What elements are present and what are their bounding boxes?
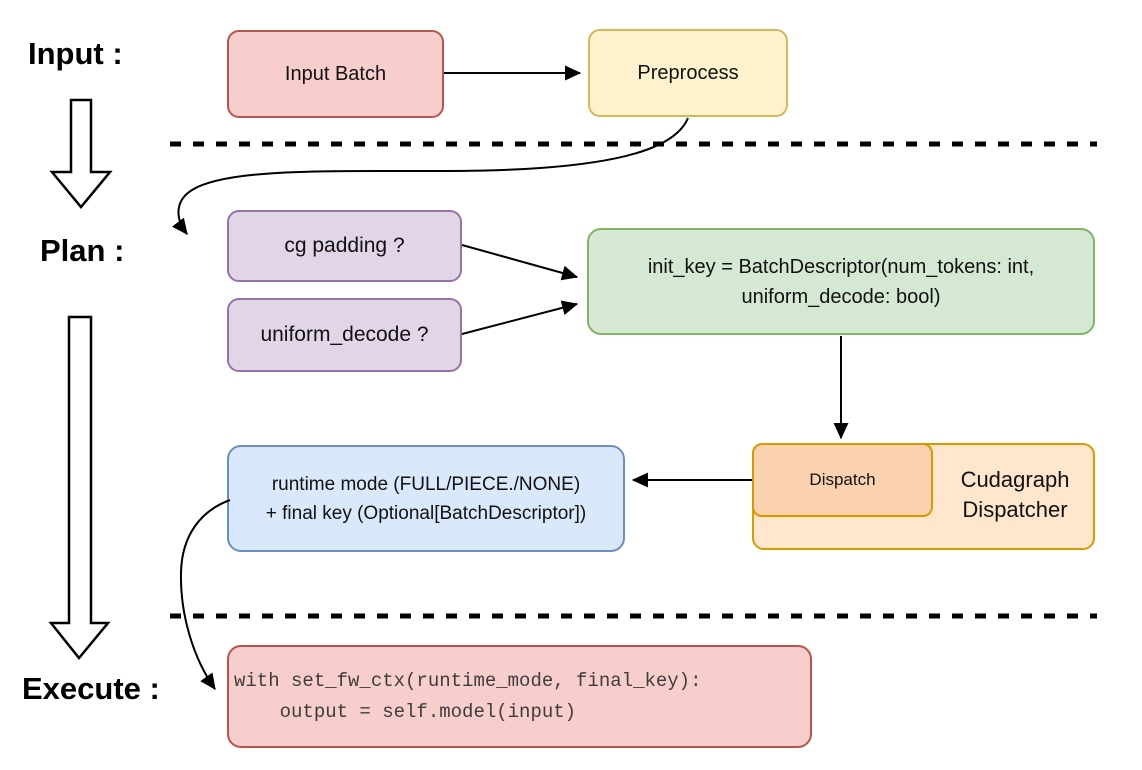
node-cg-padding-label: cg padding ? bbox=[284, 234, 405, 257]
node-cg-padding: cg padding ? bbox=[227, 210, 462, 282]
node-runtime-mode-line1: runtime mode (FULL/PIECE./NONE) bbox=[271, 473, 581, 495]
connector-runtimemode-to-executecode bbox=[179, 499, 231, 690]
node-init-key-line1: init_key = BatchDescriptor(num_tokens: i… bbox=[647, 255, 1035, 278]
connector-cgpadding-to-initkey bbox=[461, 244, 579, 281]
cudagraph-dispatcher-line1: Cudagraph bbox=[960, 467, 1070, 492]
stage-label-execute: Execute : bbox=[22, 671, 160, 706]
stage-arrow-plan-to-execute bbox=[48, 315, 111, 660]
node-init-key: init_key = BatchDescriptor(num_tokens: i… bbox=[587, 228, 1095, 335]
node-preprocess-label: Preprocess bbox=[637, 61, 739, 84]
node-dispatch-label: Dispatch bbox=[809, 470, 876, 489]
node-runtime-mode-line2: + final key (Optional[BatchDescriptor]) bbox=[265, 502, 587, 524]
node-init-key-line2: uniform_decode: bool) bbox=[741, 285, 941, 308]
node-input-batch: Input Batch bbox=[227, 30, 444, 118]
cudagraph-dispatcher-line2: Dispatcher bbox=[962, 497, 1068, 522]
node-cudagraph-dispatcher-label: Cudagraph Dispatcher bbox=[935, 465, 1095, 525]
stage-label-plan: Plan : bbox=[40, 233, 125, 268]
node-dispatch: Dispatch bbox=[752, 443, 933, 517]
execute-code-line2: output = self.model(input) bbox=[234, 700, 577, 723]
stage-label-input: Input : bbox=[28, 36, 123, 71]
node-uniform-decode-label: uniform_decode ? bbox=[260, 323, 429, 346]
node-input-batch-label: Input Batch bbox=[284, 62, 387, 85]
node-preprocess: Preprocess bbox=[588, 29, 788, 117]
stage-arrow-input-to-plan bbox=[49, 98, 113, 209]
node-uniform-decode: uniform_decode ? bbox=[227, 298, 462, 372]
node-runtime-mode: runtime mode (FULL/PIECE./NONE) + final … bbox=[227, 445, 625, 552]
execute-code-line1: with set_fw_ctx(runtime_mode, final_key)… bbox=[234, 669, 702, 692]
node-execute-code: with set_fw_ctx(runtime_mode, final_key)… bbox=[227, 645, 812, 748]
connector-uniformdecode-to-initkey bbox=[461, 300, 579, 335]
